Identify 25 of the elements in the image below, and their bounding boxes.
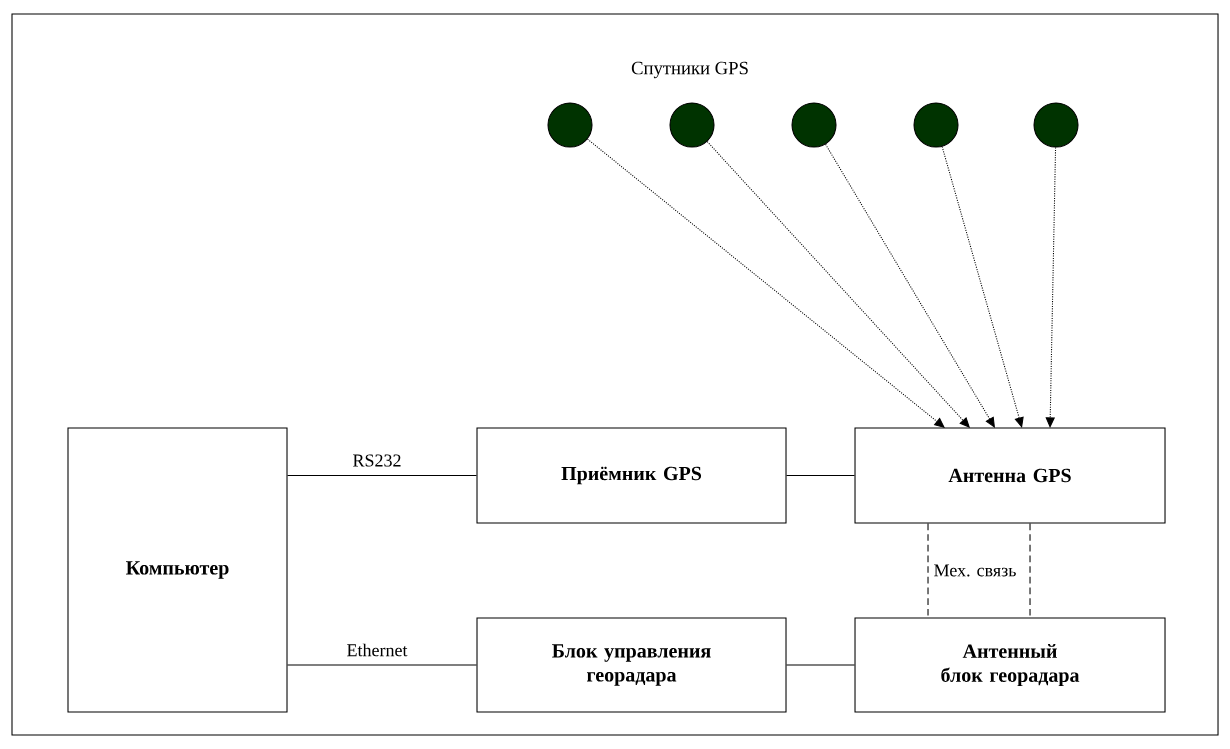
block-box: Блок управления георадара <box>476 617 787 713</box>
satellite-circle <box>913 102 959 148</box>
signal-arrow <box>1045 147 1057 428</box>
satellite-circle <box>1033 102 1079 148</box>
satellite-circle <box>791 102 837 148</box>
link-line <box>927 523 929 618</box>
signal-arrow <box>587 138 945 428</box>
connector-line <box>287 474 477 477</box>
edge-label: Мех. связь <box>932 563 1018 578</box>
block-box: Антенный блок георадара <box>854 617 1166 713</box>
signal-arrow <box>941 146 1024 428</box>
edge-label: RS232 <box>353 454 401 467</box>
block-box: Антенна GPS <box>854 427 1166 524</box>
satellite-circle <box>669 102 715 148</box>
satellite-circle <box>547 102 593 148</box>
connector-line <box>786 474 855 477</box>
block-box: Приёмник GPS <box>476 427 787 524</box>
signal-arrow <box>825 143 995 428</box>
signal-arrow <box>706 141 970 428</box>
group-label: Спутники GPS <box>631 61 748 79</box>
edge-label: Ethernet <box>347 643 408 657</box>
connector-line <box>287 664 477 666</box>
connector-line <box>786 664 855 666</box>
link-line <box>1029 523 1031 618</box>
block-box: Компьютер <box>67 427 288 713</box>
